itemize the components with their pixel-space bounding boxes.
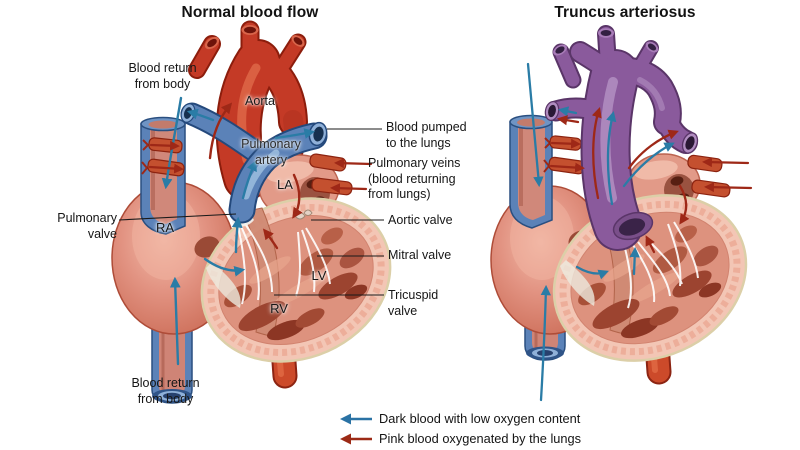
label-tricuspid-valve: Tricuspid valve <box>388 288 439 318</box>
legend-pink-blood-text: Pink blood oxygenated by the lungs <box>379 431 582 446</box>
label-aortic-valve: Aortic valve <box>388 213 453 227</box>
label-rv: RV <box>270 301 288 316</box>
label-ra: RA <box>155 220 175 235</box>
chordae-tendineae-truncus <box>623 221 699 309</box>
label-la: LA <box>277 177 293 192</box>
legend-dark-blood-text: Dark blood with low oxygen content <box>379 411 581 426</box>
left-panel-title: Normal blood flow <box>181 4 319 21</box>
label-blood-return-from-body-bottom: Blood return from body <box>131 376 200 406</box>
label-lv: LV <box>311 268 327 283</box>
normal-heart-figure <box>111 20 392 404</box>
label-pulmonary-veins: Pulmonary veins (blood returning from lu… <box>368 156 461 201</box>
pink-blood-arrow-icon <box>340 433 372 444</box>
legend-item-dark-blood: Dark blood with low oxygen content <box>338 411 580 426</box>
dark-blood-arrow-icon <box>340 413 372 424</box>
label-pulmonary-valve: Pulmonary valve <box>57 211 117 241</box>
label-mitral-valve: Mitral valve <box>388 248 452 262</box>
label-aorta: Aorta <box>245 94 275 108</box>
superior-vena-cava-truncus <box>509 114 553 229</box>
label-blood-return-from-body-top: Blood return from body <box>128 61 197 91</box>
flow-arrows-truncus <box>526 62 753 402</box>
right-panel-title: Truncus arteriosus <box>554 4 696 21</box>
label-pulmonary-artery: Pulmonary artery <box>241 137 301 167</box>
opened-ventricles-truncus <box>552 194 748 362</box>
flow-arrows-normal <box>148 96 373 366</box>
opened-ventricles <box>200 197 392 363</box>
label-blood-pumped-to-lungs: Blood pumped to the lungs <box>386 120 467 150</box>
truncus-vessel <box>544 25 699 251</box>
truncus-heart-figure <box>490 25 753 402</box>
chordae-tendineae <box>237 221 331 305</box>
legend-item-pink-blood: Pink blood oxygenated by the lungs <box>338 431 581 446</box>
leader-lines <box>118 128 384 296</box>
